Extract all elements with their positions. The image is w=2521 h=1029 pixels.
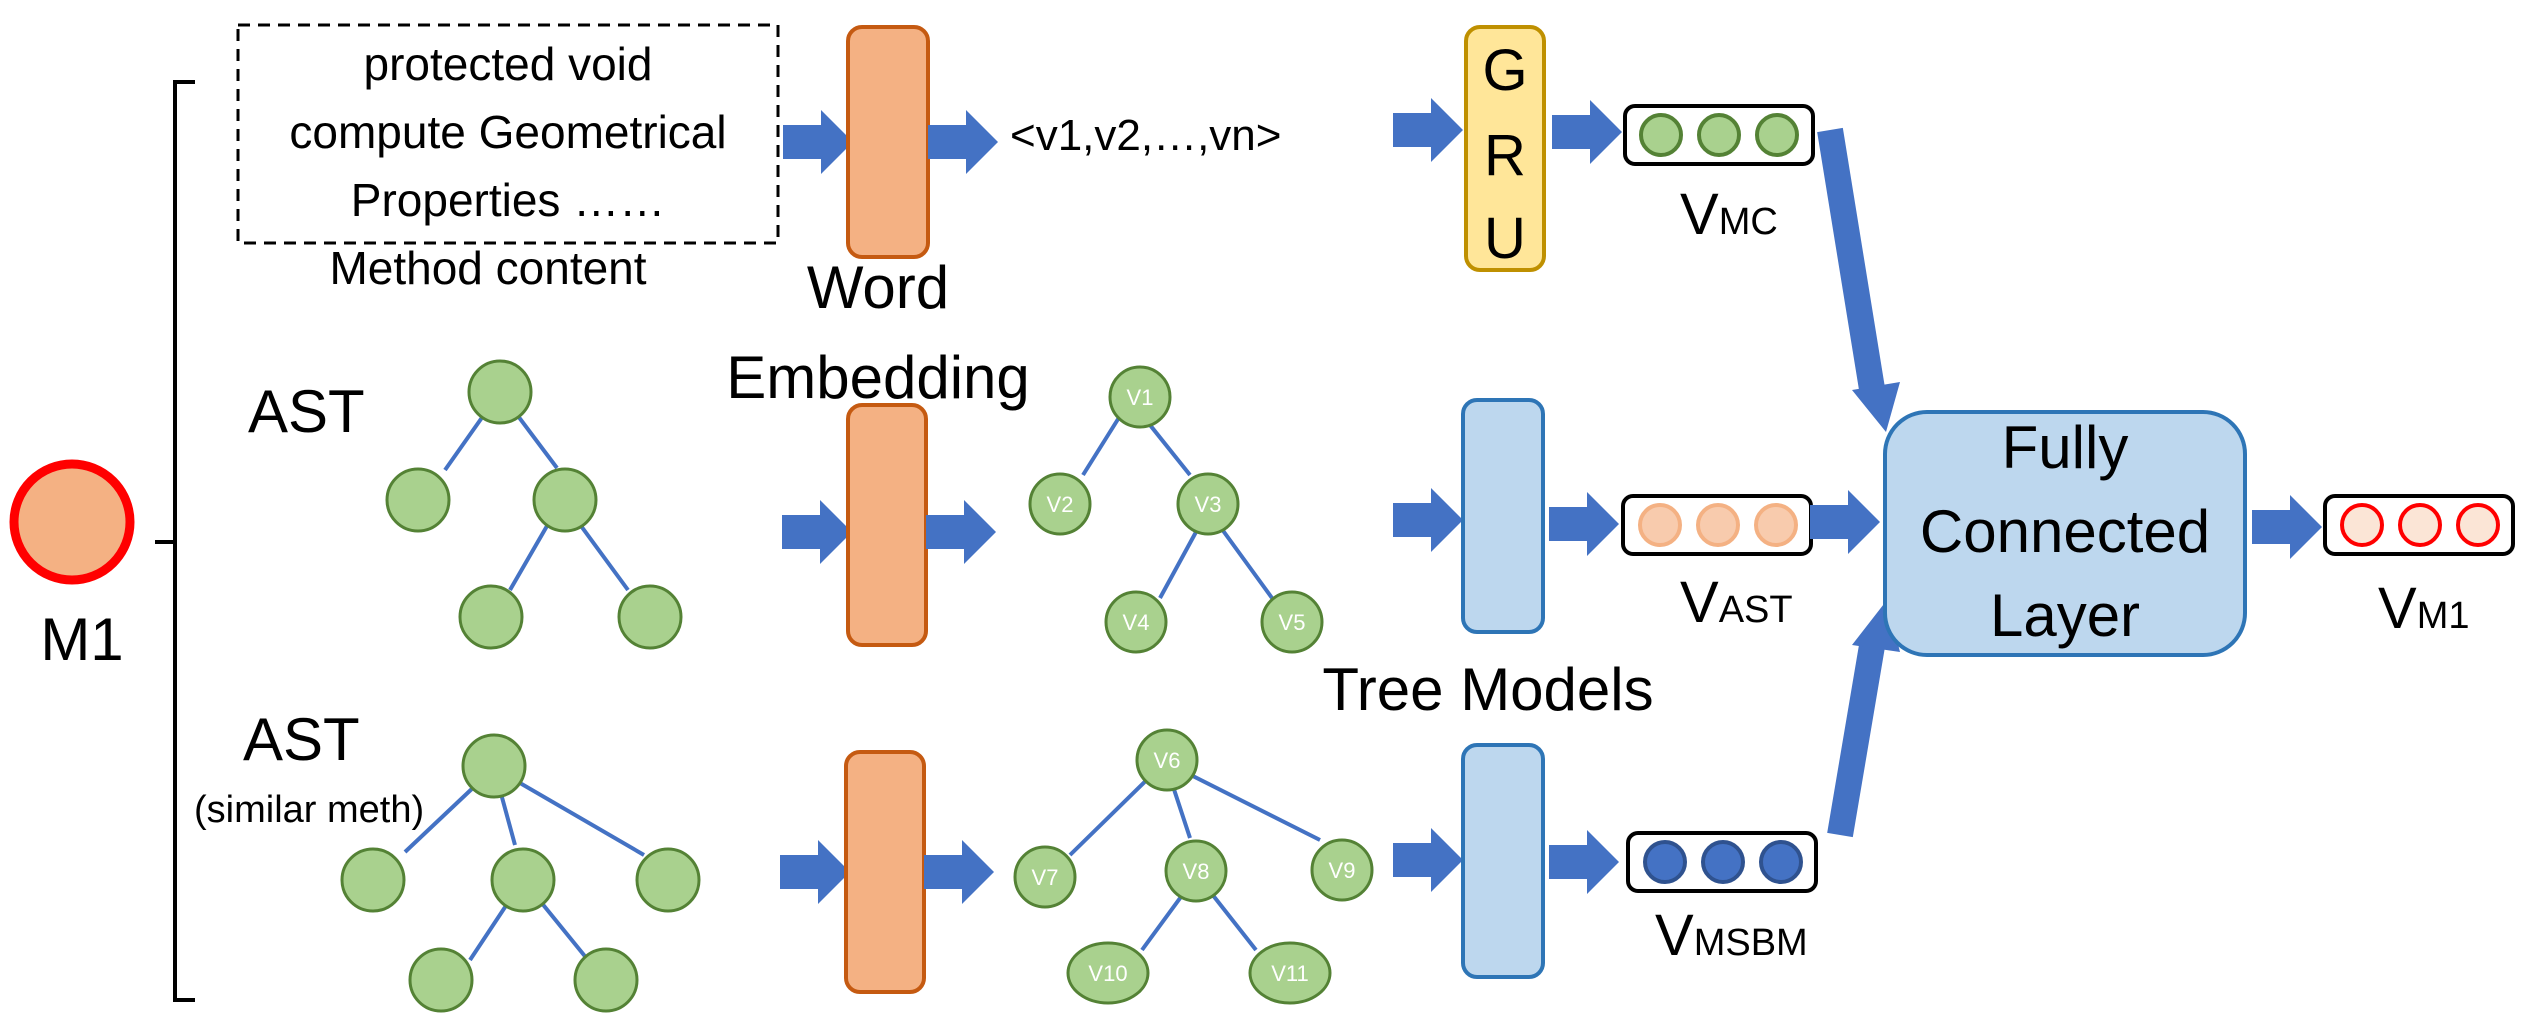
method-content-box (236, 23, 780, 245)
ast-similar-label: AST (243, 706, 360, 773)
vtree-node-v9-label: V9 (1329, 858, 1356, 883)
word-embedding-block-1 (846, 25, 930, 259)
ast-node (458, 584, 524, 650)
vtree-node-v3 (1176, 472, 1240, 536)
vtree-node-v8 (1164, 839, 1228, 903)
vmsbm-dot (1759, 840, 1803, 884)
ast-label: AST (248, 378, 365, 445)
arrow-gru-to-vmc (1552, 100, 1622, 164)
method-content-line-3: Properties …… (351, 174, 665, 226)
m1-label: M1 (40, 606, 123, 673)
tree-model-block-2 (1461, 743, 1545, 979)
vtree-node-v5 (1260, 590, 1324, 654)
ast-node (385, 467, 451, 533)
word-embedding-block-3 (844, 750, 926, 994)
vmc-dot (1639, 113, 1683, 157)
vm1-dot (2456, 503, 2500, 547)
gru-letter-g: G (1482, 38, 1527, 103)
arrow-ast-similar-to-embedding (780, 840, 850, 904)
vtree-node-v3-label: V3 (1195, 492, 1222, 517)
vmsbm-label: VMSBM (1655, 903, 1808, 968)
vm1-dot (2398, 503, 2442, 547)
vtree-node-v4 (1104, 590, 1168, 654)
vtree-node-v6 (1135, 728, 1199, 792)
arrow-embedding-to-vtree (926, 500, 996, 564)
ast-similar-sublabel: (similar meth) (194, 789, 424, 831)
ast-node (467, 359, 533, 425)
vast-label: VAST (1680, 570, 1793, 635)
word-embedding-label-line-2: Embedding (726, 344, 1030, 411)
arrow-mc-to-embedding (783, 110, 853, 174)
fc-line-1: Fully (2002, 414, 2129, 481)
arrow-tree-model-to-vast (1549, 492, 1619, 556)
vast-dot (1638, 503, 1682, 547)
word-embedding-label-line-1: Word (807, 254, 949, 321)
vtree-node-v8-label: V8 (1183, 859, 1210, 884)
vtree-node-v2-label: V2 (1047, 492, 1074, 517)
vtree-node-v7-label: V7 (1032, 865, 1059, 890)
vtree-node-v6-label: V6 (1154, 748, 1181, 773)
ast-node (573, 947, 639, 1013)
vtree-node-v1-label: V1 (1127, 385, 1154, 410)
vtree-node-v1 (1108, 365, 1172, 429)
arrow-vast-to-fc (1810, 490, 1880, 554)
arrow-ast-to-embedding (782, 500, 852, 564)
vmsbm-dot (1643, 840, 1687, 884)
arrow-tree-model-to-vmsbm (1549, 830, 1619, 894)
vtree-node-v5-label: V5 (1279, 610, 1306, 635)
word-embedding-block-2 (846, 403, 928, 647)
vtree-node-v10-label: V10 (1088, 961, 1127, 986)
vtree-node-v11-label: V11 (1271, 961, 1309, 986)
sequence-label: <v1,v2,…,vn> (1010, 111, 1281, 160)
arrow-embedding-to-vtree-2 (924, 840, 994, 904)
ast-node (617, 584, 683, 650)
vast-dot (1754, 503, 1798, 547)
input-brace (155, 80, 195, 1002)
ast-node (461, 733, 527, 799)
fc-line-2: Connected (1920, 498, 2210, 565)
gru-letter-u: U (1484, 206, 1526, 271)
ast-node (635, 847, 701, 913)
ast-node (532, 467, 598, 533)
vtree-node-v9 (1310, 838, 1374, 902)
tree-models-label: Tree Models (1322, 656, 1653, 723)
fc-line-3: Layer (1990, 582, 2140, 649)
vmc-dot (1755, 113, 1799, 157)
ast-node (340, 847, 406, 913)
m1-node (9, 459, 135, 585)
vtree-node-v10 (1066, 941, 1150, 1005)
method-content-line-1: protected void (364, 38, 653, 90)
vtree-node-v2 (1028, 472, 1092, 536)
gru-letter-r: R (1484, 123, 1526, 188)
vtree-node-v11 (1248, 941, 1332, 1005)
vm1-dot (2340, 503, 2384, 547)
fully-connected-layer (1883, 410, 2247, 657)
vmc-dot (1697, 113, 1741, 157)
arrow-sequence-to-gru (1393, 98, 1463, 162)
ast-node (408, 947, 474, 1013)
vm1-label: VM1 (2378, 576, 2469, 641)
gru-block (1464, 25, 1546, 272)
tree-model-block-1 (1461, 398, 1545, 634)
ast-node (490, 847, 556, 913)
arrow-vmc-to-fc (1817, 127, 1900, 432)
vast-dot (1696, 503, 1740, 547)
arrow-embedding-to-sequence (928, 110, 998, 174)
vmc-label: VMC (1680, 182, 1778, 247)
arrow-fc-to-vm1 (2252, 495, 2322, 559)
vmsbm-dot (1701, 840, 1745, 884)
arrow-vtree-to-tree-model-2 (1393, 828, 1463, 892)
method-content-line-2: compute Geometrical (289, 106, 726, 158)
vtree-node-v7 (1013, 845, 1077, 909)
arrow-vtree-to-tree-model (1393, 488, 1463, 552)
vtree-node-v4-label: V4 (1123, 610, 1150, 635)
method-content-caption: Method content (329, 242, 646, 294)
